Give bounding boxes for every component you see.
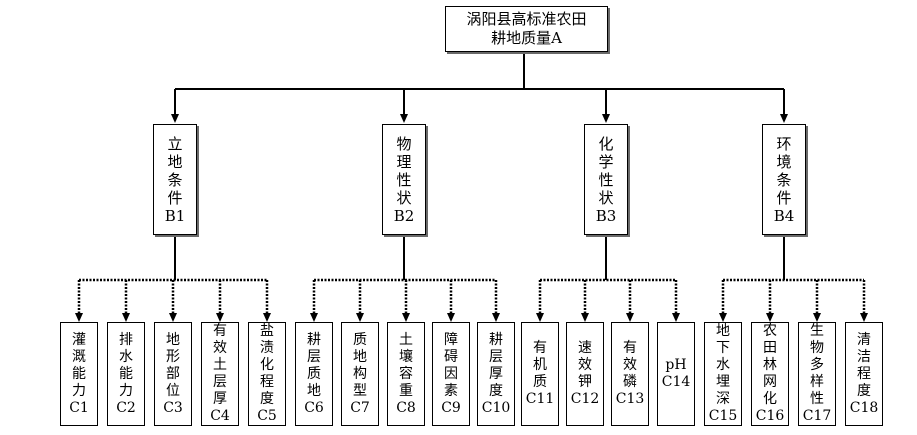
root-node: 涡阳县高标准农田 耕地质量A xyxy=(445,6,608,52)
leaf-c11: 有 机 质 C11 xyxy=(521,322,559,426)
leaf-c16: 农 田 林 网 化 C16 xyxy=(751,322,789,426)
leaf-c17-label: 生 物 多 样 性 C17 xyxy=(802,323,832,424)
node-b4-environmental-conditions: 环 境 条 件 B4 xyxy=(762,124,806,235)
leaf-c8: 土 壤 容 重 C8 xyxy=(387,322,425,426)
leaf-c6: 耕 层 质 地 C6 xyxy=(295,322,333,426)
leaf-c14-label: pH C14 xyxy=(661,357,691,390)
leaf-c14: pH C14 xyxy=(657,322,695,426)
leaf-c2: 排 水 能 力 C2 xyxy=(107,322,145,426)
leaf-c5: 盐 渍 化 程 度 C5 xyxy=(248,322,286,426)
leaf-c5-label: 盐 渍 化 程 度 C5 xyxy=(257,323,277,424)
leaf-c13: 有 效 磷 C13 xyxy=(611,322,649,426)
leaf-c7-label: 质 地 构 型 C7 xyxy=(350,331,370,416)
leaf-c12-label: 速 效 钾 C12 xyxy=(570,340,600,407)
root-title-line2: 耕地质量A xyxy=(491,29,562,47)
leaf-c3-label: 地 形 部 位 C3 xyxy=(163,331,183,416)
leaf-c2-label: 排 水 能 力 C2 xyxy=(116,331,136,416)
leaf-c8-label: 土 壤 容 重 C8 xyxy=(396,331,416,416)
leaf-c15-label: 地 下 水 埋 深 C15 xyxy=(708,323,738,424)
leaf-c17: 生 物 多 样 性 C17 xyxy=(798,322,836,426)
leaf-c10-label: 耕 层 厚 度 C10 xyxy=(481,331,511,416)
leaf-c10: 耕 层 厚 度 C10 xyxy=(477,322,515,426)
leaf-c9: 障 碍 因 素 C9 xyxy=(432,322,470,426)
leaf-c4: 有 效 土 层 厚 C4 xyxy=(201,322,239,426)
leaf-c13-label: 有 效 磷 C13 xyxy=(615,340,645,407)
leaf-c1: 灌 溉 能 力 C1 xyxy=(60,322,98,426)
leaf-c18: 清 洁 程 度 C18 xyxy=(845,322,883,426)
node-b4-label: 环 境 条 件 B4 xyxy=(773,134,795,225)
leaf-c4-label: 有 效 土 层 厚 C4 xyxy=(210,323,230,424)
leaf-c12: 速 效 钾 C12 xyxy=(566,322,604,426)
leaf-c6-label: 耕 层 质 地 C6 xyxy=(304,331,324,416)
root-title-line1: 涡阳县高标准农田 xyxy=(466,10,587,28)
leaf-c11-label: 有 机 质 C11 xyxy=(525,340,555,407)
node-b1-site-conditions: 立 地 条 件 B1 xyxy=(153,124,197,235)
node-b2-label: 物 理 性 状 B2 xyxy=(393,134,415,225)
node-b3-label: 化 学 性 状 B3 xyxy=(595,134,617,225)
leaf-c15: 地 下 水 埋 深 C15 xyxy=(704,322,742,426)
leaf-c9-label: 障 碍 因 素 C9 xyxy=(441,331,461,416)
leaf-c16-label: 农 田 林 网 化 C16 xyxy=(755,323,785,424)
leaf-c7: 质 地 构 型 C7 xyxy=(341,322,379,426)
node-b3-chemical-properties: 化 学 性 状 B3 xyxy=(584,124,628,235)
node-b1-label: 立 地 条 件 B1 xyxy=(164,134,186,225)
leaf-c3: 地 形 部 位 C3 xyxy=(154,322,192,426)
leaf-c1-label: 灌 溉 能 力 C1 xyxy=(69,331,89,416)
leaf-c18-label: 清 洁 程 度 C18 xyxy=(849,331,879,416)
node-b2-physical-properties: 物 理 性 状 B2 xyxy=(382,124,426,235)
